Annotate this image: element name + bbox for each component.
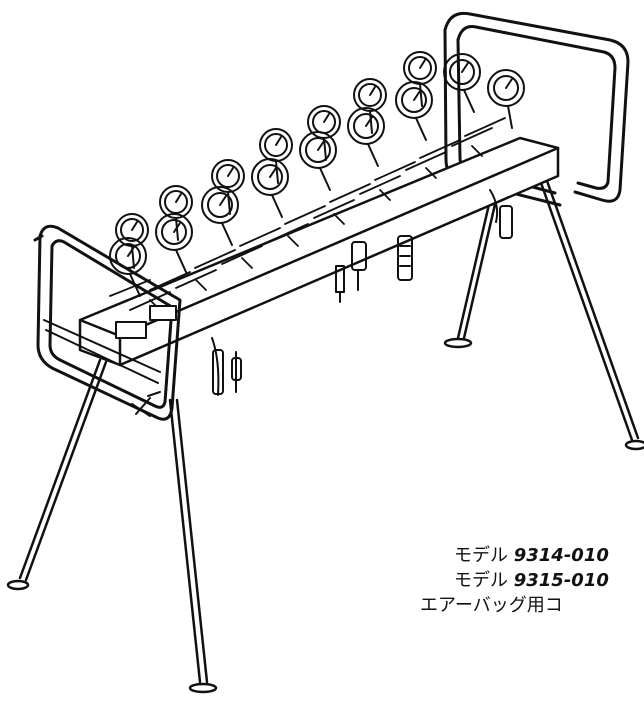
gauge: [487, 69, 525, 129]
caption-line-3: エアーバッグ用コ: [420, 595, 563, 616]
filter-regulator: [335, 235, 413, 303]
manifold-beam: [78, 136, 560, 367]
gauge: [109, 237, 147, 297]
gauge: [201, 186, 239, 246]
model-number: 9314-010: [513, 545, 609, 566]
gauge: [251, 158, 289, 218]
t-handle-key: [131, 391, 161, 417]
front-legs: [6, 358, 218, 694]
gauge: [155, 213, 193, 273]
gauges: [109, 51, 525, 297]
figure-caption: モデル 9314-010 モデル 9315-010 エアーバッグ用コ: [420, 543, 644, 618]
hose-lines: [211, 189, 513, 396]
caption-line-1: モデル 9314-010: [420, 543, 644, 568]
gauge: [115, 213, 149, 269]
gauge: [299, 131, 337, 191]
end-block: [115, 305, 177, 339]
gauge: [353, 78, 387, 134]
gauge: [307, 105, 341, 161]
model-number: 9315-010: [513, 570, 609, 591]
gauge: [347, 107, 385, 167]
caption-prefix: モデル: [454, 570, 514, 591]
gauge: [395, 81, 433, 141]
gauge: [159, 185, 193, 241]
gauge: [403, 51, 437, 107]
gauge: [443, 53, 481, 113]
caption-line-2: モデル 9315-010: [420, 568, 644, 593]
back-legs: [443, 176, 644, 451]
front-frame: [33, 224, 182, 421]
caption-prefix: モデル: [454, 545, 514, 566]
